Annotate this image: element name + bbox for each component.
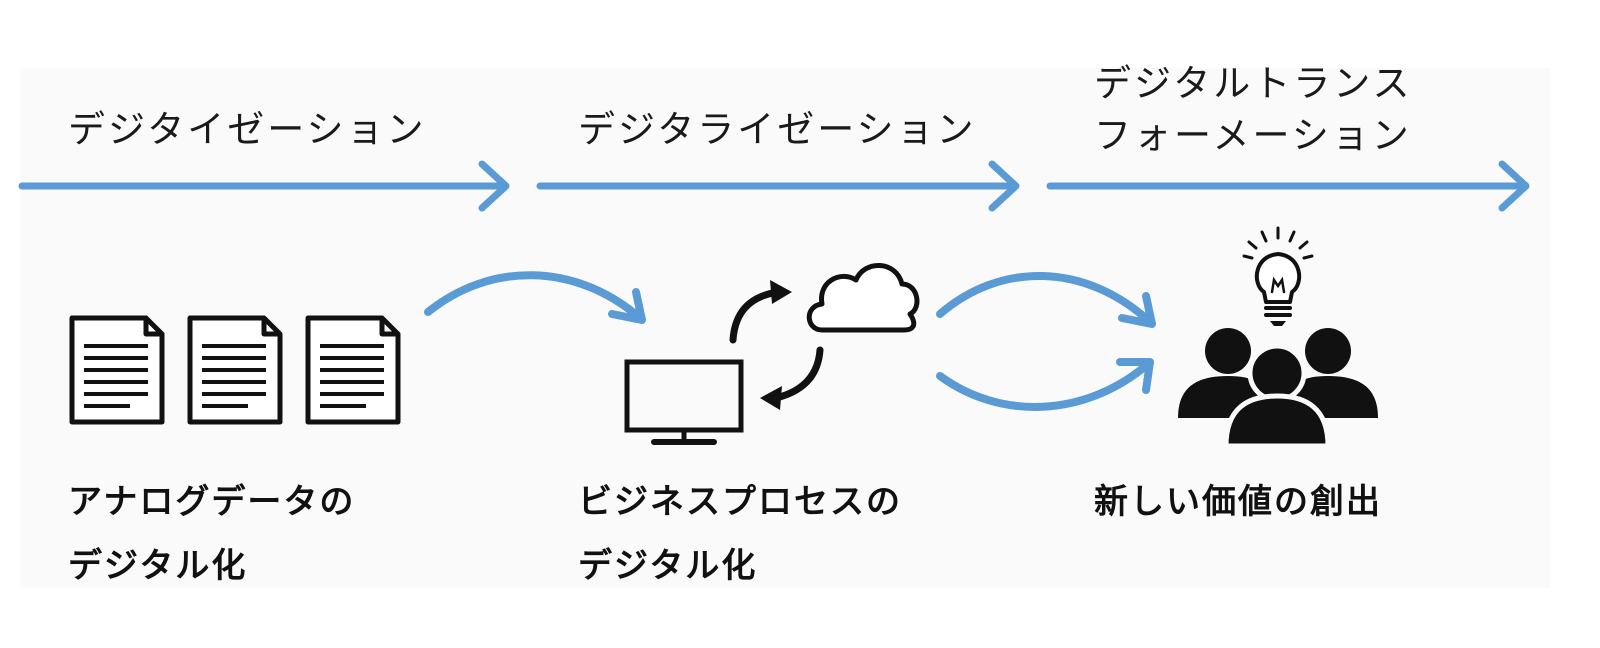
curved-arrow-to-process [424, 271, 646, 324]
stage-label-line: デジタルトランス [1094, 62, 1413, 105]
stage-label-line: デジタライゼーション [578, 108, 977, 151]
people-group-icon [1178, 328, 1378, 449]
stage-label-digitalization: デジタライゼーション [578, 104, 977, 156]
curved-arrow-to-value-lower [936, 358, 1154, 411]
stage-label-line: フォーメーション [1094, 114, 1412, 157]
curved-arrow-to-value-upper [936, 272, 1156, 328]
caption-line: 新しい価値の創出 [1094, 482, 1382, 522]
caption-analog-data: アナログデータの デジタル化 [68, 470, 355, 598]
stage-label-line: デジタイゼーション [68, 108, 427, 151]
document-icon [305, 315, 401, 425]
stage-arrow-dx [1046, 160, 1530, 212]
caption-new-value: 新しい価値の創出 [1094, 470, 1382, 534]
monitor-icon [624, 359, 744, 445]
stage-arrow-digitalization [536, 160, 1020, 212]
sync-arrows-icon [729, 280, 824, 410]
caption-line: アナログデータの [68, 482, 356, 522]
document-icon [69, 315, 165, 425]
caption-line: デジタル化 [68, 546, 248, 586]
caption-line: デジタル化 [578, 546, 758, 586]
lightbulb-icon [1242, 226, 1314, 326]
caption-line: ビジネスプロセスの [578, 482, 902, 522]
stage-arrow-digitization [18, 160, 510, 212]
caption-business-process: ビジネスプロセスの デジタル化 [578, 470, 902, 598]
document-icon [187, 315, 283, 425]
stage-label-dx: デジタルトランス フォーメーション [1094, 58, 1413, 162]
stage-label-digitization: デジタイゼーション [68, 104, 427, 156]
cloud-icon [806, 263, 920, 333]
